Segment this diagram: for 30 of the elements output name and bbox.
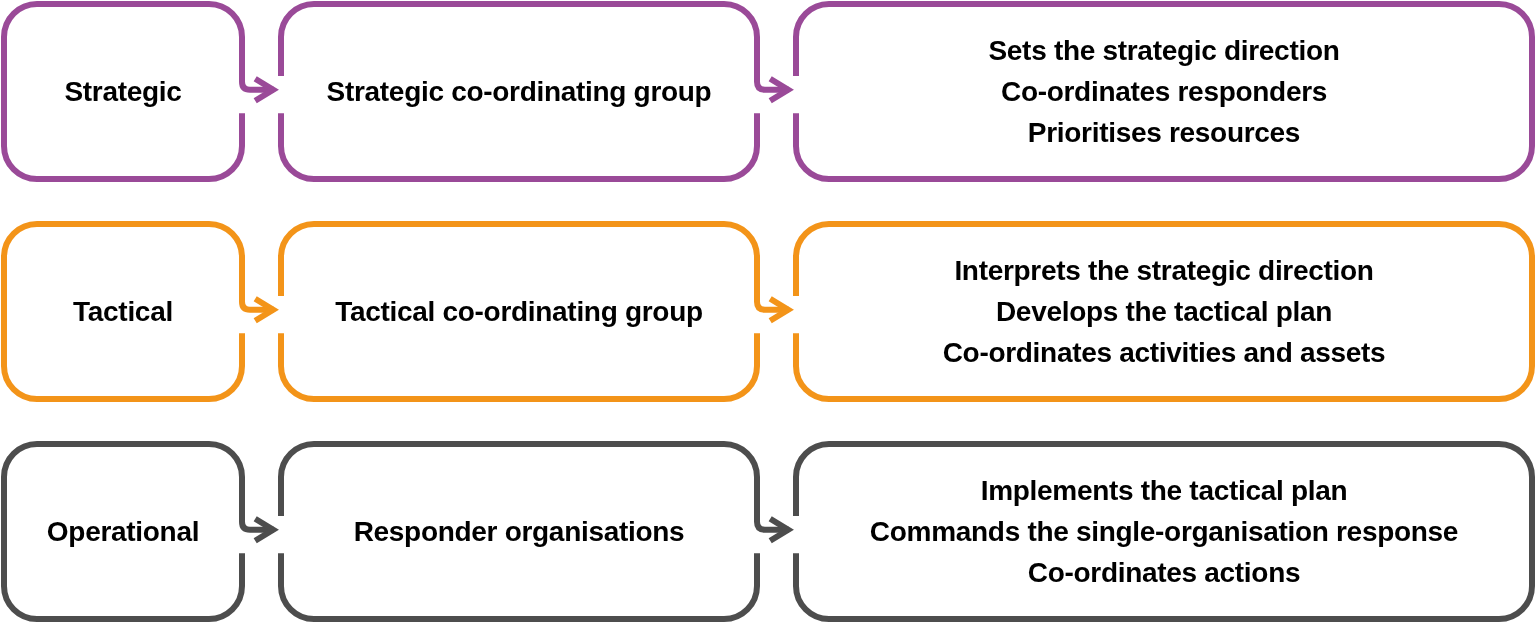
group-box bbox=[278, 1, 760, 182]
group-label: Tactical co-ordinating group bbox=[335, 295, 703, 329]
task-text: Interprets the strategic direction bbox=[954, 254, 1374, 288]
group-label: Responder organisations bbox=[353, 515, 685, 549]
arrow bbox=[239, 75, 277, 104]
task-text: Prioritises resources bbox=[1027, 116, 1301, 150]
task-text: Co-ordinates responders bbox=[1000, 75, 1328, 109]
level-label: Tactical bbox=[73, 295, 173, 329]
arrow bbox=[754, 515, 792, 544]
task-box bbox=[793, 441, 1535, 622]
task-box bbox=[793, 221, 1535, 402]
level-label: Operational bbox=[46, 515, 200, 549]
task-text: Commands the single-organisation response bbox=[869, 515, 1459, 549]
level-box bbox=[1, 1, 245, 182]
task-text: Develops the tactical plan bbox=[995, 295, 1333, 329]
group-label: Strategic co-ordinating group bbox=[326, 75, 712, 109]
task-text: Sets the strategic direction bbox=[988, 34, 1340, 68]
task-text: Co-ordinates activities and assets bbox=[942, 336, 1386, 370]
task-text: Implements the tactical plan bbox=[980, 474, 1348, 508]
level-box bbox=[1, 441, 245, 622]
task-box bbox=[793, 1, 1535, 182]
group-box bbox=[278, 441, 760, 622]
arrow bbox=[239, 295, 277, 324]
arrow bbox=[754, 75, 792, 104]
task-text: Co-ordinates actions bbox=[1027, 556, 1301, 590]
arrow bbox=[754, 295, 792, 324]
level-box bbox=[1, 221, 245, 402]
level-label: Strategic bbox=[64, 75, 182, 109]
arrow bbox=[239, 515, 277, 544]
group-box bbox=[278, 221, 760, 402]
